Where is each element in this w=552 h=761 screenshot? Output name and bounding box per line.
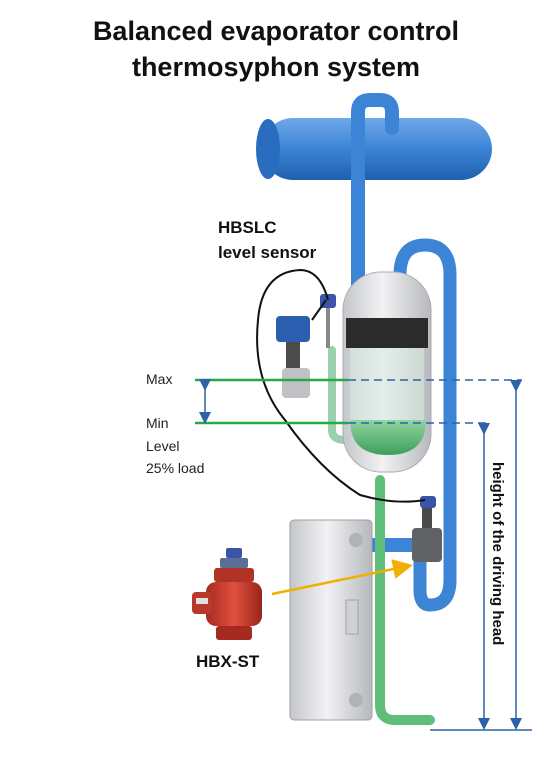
solenoid-valve [276,316,310,398]
driving-head-label: height of the driving head [489,462,506,646]
level-sensor [320,294,336,348]
separator-vessel [342,271,432,473]
load-label: 25% load [146,460,205,476]
sensor-label-line2: level sensor [218,243,317,262]
receiver-drum [256,118,492,180]
level-label: Level [146,438,180,454]
liquid-pipes [328,346,435,725]
min-label: Min [146,415,169,431]
sensor-label-line1: HBSLC [218,218,277,237]
diagram-title-line1: Balanced evaporator control [92,16,460,46]
plate-heat-exchanger [289,519,373,721]
valve-label: HBX-ST [196,652,260,671]
diagram-title-line2: thermosyphon system [131,52,421,82]
hbx-st-valve [192,548,262,640]
valve-pointer-arrow [271,559,413,596]
max-label: Max [146,371,173,387]
sensor-cable [256,268,426,503]
regulating-valve [412,496,442,562]
